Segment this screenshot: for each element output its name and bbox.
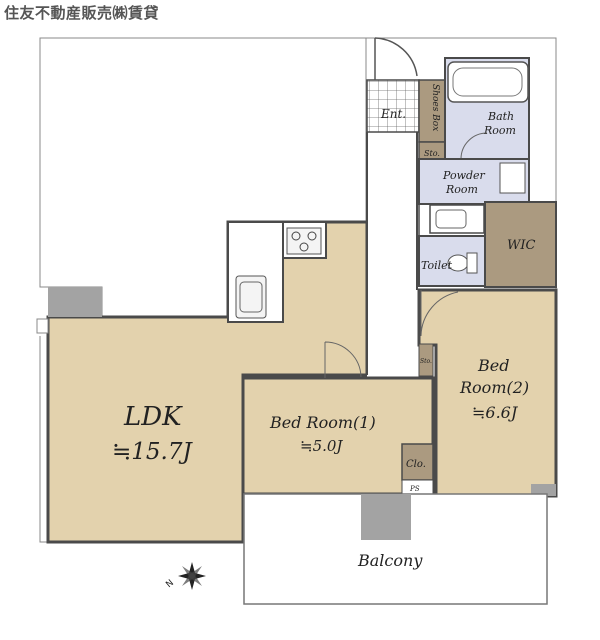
- bath-label-2: Room: [483, 124, 516, 137]
- bed2-size: ≒6.6J: [472, 403, 519, 422]
- closet: [401, 443, 434, 481]
- entrance-tiles: [366, 79, 420, 133]
- storage-entrance-label: Sto.: [424, 149, 440, 158]
- page-title: 住友不動産販売㈱賃貸: [4, 4, 160, 22]
- balcony-label: Balcony: [357, 551, 423, 570]
- bed2-door: [420, 290, 459, 337]
- stove: [286, 227, 322, 255]
- toilet-label: Toilet: [421, 259, 453, 272]
- kitchen-sink: [235, 275, 267, 319]
- bed1-door: [324, 341, 362, 378]
- compass-icon: [178, 562, 206, 590]
- bed1-label: Bed Room(1): [269, 413, 376, 432]
- ps-label: PS: [409, 485, 420, 493]
- corridor: [367, 132, 417, 377]
- storage-bed2: [418, 343, 434, 377]
- bath-door: [460, 132, 488, 160]
- entrance-door: [374, 37, 418, 80]
- bathtub: [447, 61, 529, 103]
- powder-label-2: Room: [445, 183, 478, 196]
- ldk-size: ≒15.7J: [112, 439, 193, 465]
- pillar-right: [531, 484, 556, 496]
- washbasin: [429, 204, 485, 234]
- balcony-pillar: [361, 494, 411, 540]
- bed2-label-2: Room(2): [459, 378, 529, 397]
- entrance-label: Ent.: [380, 107, 406, 121]
- storage-bed2-label: Sto.: [420, 358, 432, 365]
- pillar: [48, 287, 102, 317]
- bath-label-1: Bath: [487, 110, 514, 123]
- wic: [484, 201, 557, 288]
- closet-label: Clo.: [406, 459, 426, 470]
- compass-north-label: N: [164, 578, 176, 590]
- bed2-label-1: Bed: [477, 356, 509, 375]
- powder-label-1: Powder: [442, 169, 486, 182]
- ldk-label: LDK: [123, 402, 183, 432]
- wic-label: WIC: [507, 238, 535, 253]
- bed1-size: ≒5.0J: [300, 437, 343, 455]
- shoes-box-label: Shoes Box: [430, 84, 440, 131]
